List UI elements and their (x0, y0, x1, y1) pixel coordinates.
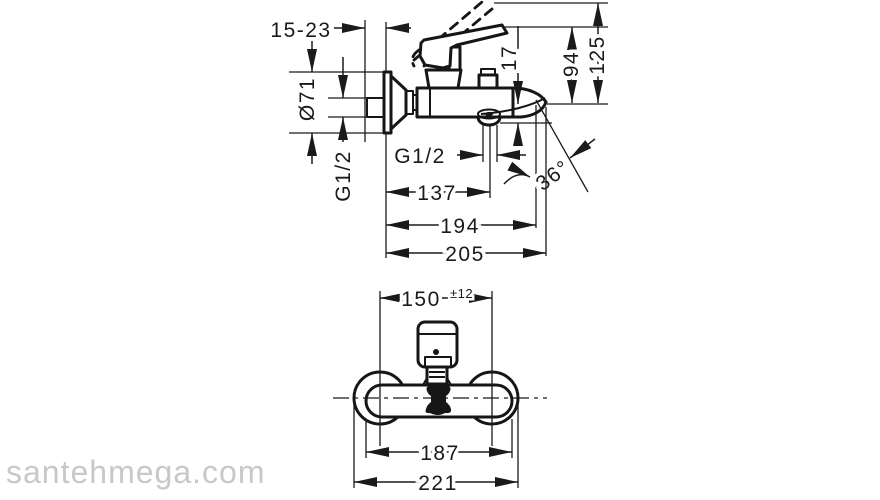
outlet-center-dot (485, 112, 493, 116)
escutcheon-cone (382, 70, 421, 135)
dim-overall-width-label: 221 (418, 472, 458, 495)
front-view-drawing: 150 ±12 187 221 (333, 284, 547, 499)
dim-depth-to-outlet: 137 (386, 179, 490, 209)
dim-depth-to-outlet-label: 137 (417, 182, 457, 205)
dim-overall-width: 221 (353, 402, 519, 499)
dim-height-to-spout-label: 94 (560, 51, 583, 77)
dim-wall-depth-label: 15-23 (270, 19, 331, 42)
outlet-ellipse (477, 108, 501, 120)
cartridge-nut (425, 383, 452, 415)
dim-inlet-thread: G1/2 (328, 57, 367, 205)
dim-outlet-thread: G1/2 (391, 125, 526, 198)
dim-outlet-thread-label: G1/2 (394, 145, 446, 168)
spout (476, 86, 548, 127)
check-valve-knob (477, 68, 499, 90)
dim-escutcheon-diameter: Ø71 (289, 41, 384, 164)
dim-depth-to-spout-tip-label: 194 (440, 215, 480, 238)
dim-escutcheon-diameter-label: Ø71 (296, 77, 319, 121)
dim-depth-to-spout-tip: 194 (386, 212, 536, 242)
handle-screw-dot (433, 349, 439, 355)
dim-overall-height-label: 125 (586, 35, 609, 75)
dim-inlet-thread-label: G1/2 (332, 150, 355, 202)
dim-spout-angle-label: 36° (532, 156, 575, 196)
handle-lever (418, 23, 509, 90)
wall-union (366, 97, 385, 118)
handle-front (416, 320, 459, 386)
dim-outlet-height: 17 (495, 26, 525, 146)
dim-wall-depth: 15-23 (267, 16, 411, 72)
dim-spout-angle: 36° (503, 99, 596, 228)
dim-overall-depth-label: 205 (445, 243, 485, 266)
dim-hole-spacing: 150 ±12 (379, 284, 493, 446)
dim-hole-spacing-label: 150 (401, 288, 441, 311)
dim-outlet-height-label: 17 (498, 45, 521, 71)
dim-overall-depth: 205 (386, 240, 546, 270)
dim-overall-height: 125 (583, 3, 613, 103)
watermark: santehmega.com (6, 454, 265, 490)
dim-height-to-spout: 94 (557, 27, 587, 103)
dim-hole-spacing-tolerance-label: ±12 (450, 286, 473, 301)
dim-body-width-label: 187 (420, 442, 460, 465)
side-view-drawing: 15-23 Ø71 G1/2 G1/2 (267, 0, 613, 270)
dim-body-width: 187 (365, 419, 513, 469)
